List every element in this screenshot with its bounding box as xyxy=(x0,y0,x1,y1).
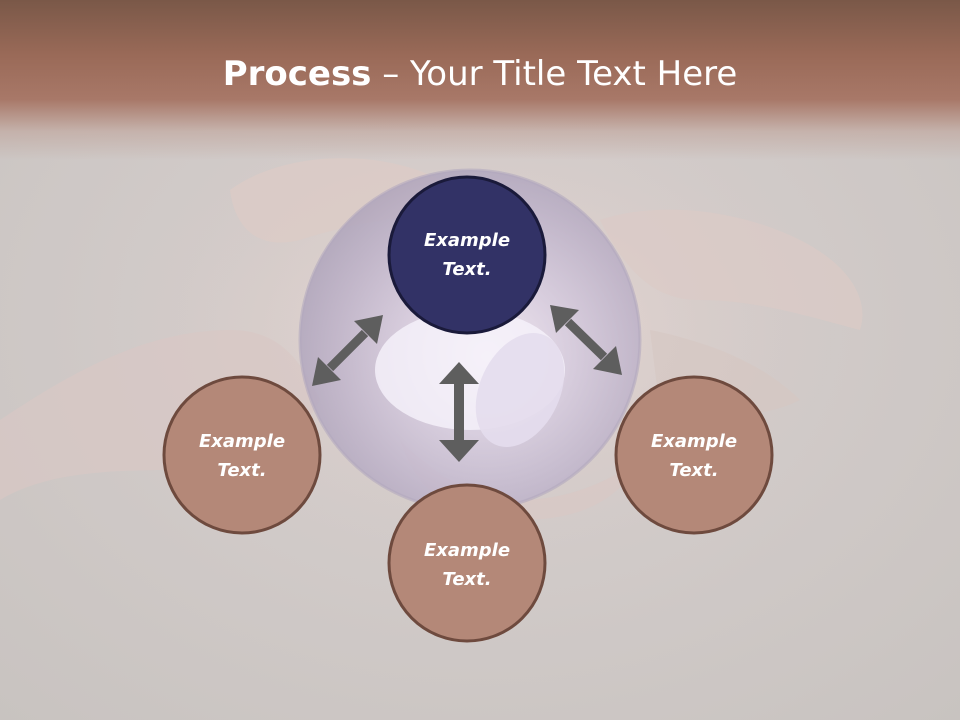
node-bottom-line1: Example xyxy=(424,540,510,561)
node-bottom-line2: Text. xyxy=(442,569,491,590)
node-bottom[interactable]: Example Text. xyxy=(387,483,547,643)
title-rest: – Your Title Text Here xyxy=(371,54,738,94)
title-band xyxy=(0,0,960,160)
node-left-line2: Text. xyxy=(217,460,266,481)
node-left-line1: Example xyxy=(199,431,285,452)
node-right-line2: Text. xyxy=(669,460,718,481)
page-title: Process – Your Title Text Here xyxy=(0,52,960,96)
node-right-line1: Example xyxy=(651,431,737,452)
node-right[interactable]: Example Text. xyxy=(614,375,774,535)
double-arrow-vertical-icon xyxy=(439,362,479,462)
node-top-line2: Text. xyxy=(442,259,491,280)
node-left[interactable]: Example Text. xyxy=(162,375,322,535)
double-arrow-right-icon xyxy=(550,305,622,375)
node-top[interactable]: Example Text. xyxy=(387,175,547,335)
double-arrow-left-icon xyxy=(312,315,383,386)
node-top-line1: Example xyxy=(424,230,510,251)
title-bold: Process xyxy=(222,54,372,94)
